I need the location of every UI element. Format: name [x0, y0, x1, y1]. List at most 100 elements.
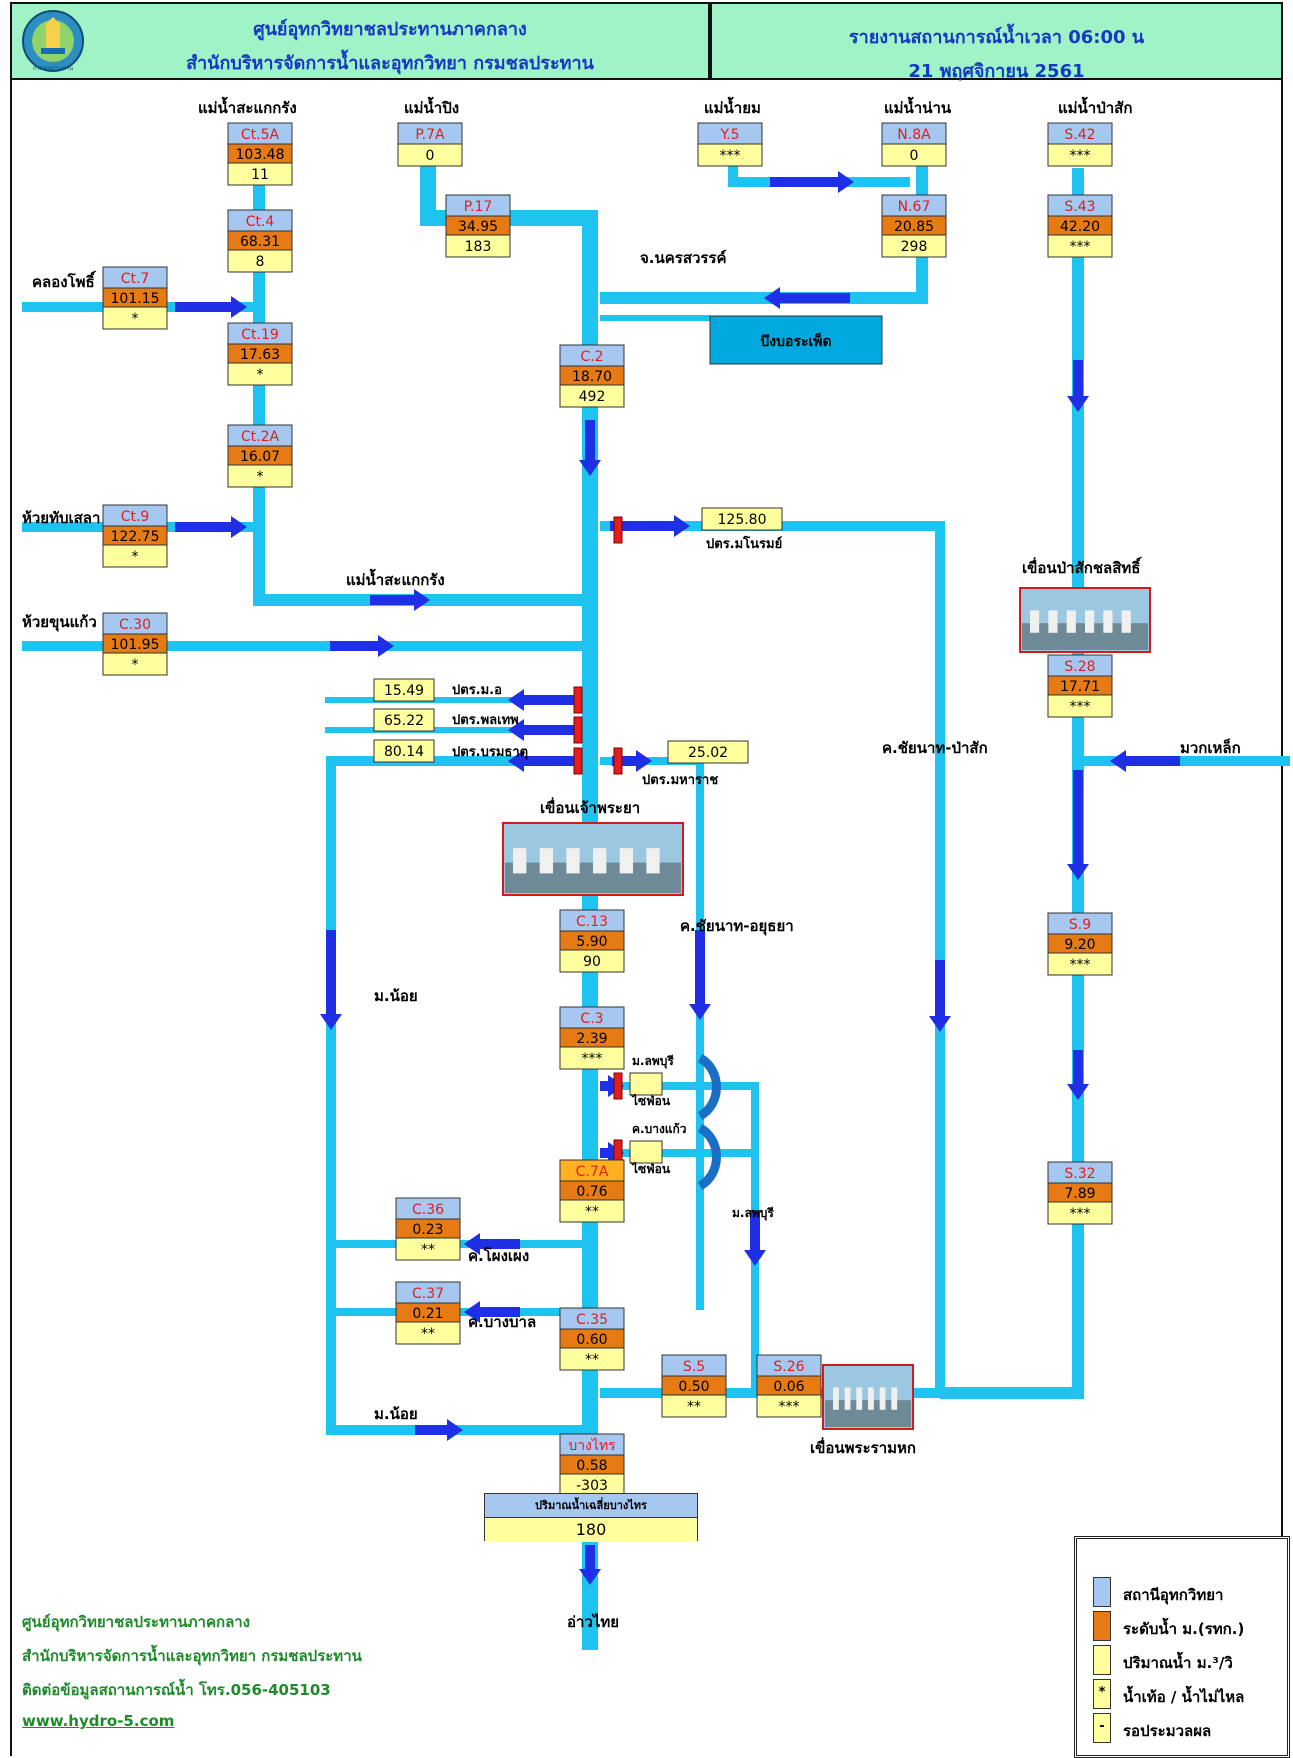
station-id: C.36 [412, 1202, 444, 1218]
station-n-8a: N.8A 0 [881, 122, 947, 167]
station-id: C.2 [580, 349, 603, 365]
gate-flow-box [373, 739, 435, 763]
station-id: S.9 [1069, 917, 1091, 933]
station-c-35: C.350.60** [559, 1307, 625, 1371]
siphon-flow-box [629, 1140, 663, 1164]
station-id: N.8A [897, 127, 931, 143]
report-time: รายงานสถานการณ์น้ำเวลา 06:00 น [848, 27, 1145, 48]
station-s-5: S.50.50** [661, 1354, 727, 1418]
legend-text-station: สถานีอุทกวิทยา [1123, 1586, 1224, 1604]
label-bang-ban: ค.บางบาล [468, 1313, 537, 1331]
station-level: 122.75 [111, 529, 160, 545]
river-channel [600, 150, 928, 304]
station-flow-cell [102, 652, 168, 676]
station-flow-cell [559, 949, 625, 973]
water-gate-icon [573, 686, 583, 714]
station-flow-cell [697, 143, 763, 167]
station-level: 42.20 [1060, 219, 1100, 235]
legend-swatch-pending: - [1093, 1713, 1111, 1743]
station-level: 20.85 [894, 219, 934, 235]
legend-item-station: สถานีอุทกวิทยา [1093, 1577, 1283, 1607]
footer-contact: ติดต่อข้อมูลสถานการณ์น้ำ โทร.056-405103 [22, 1681, 331, 1699]
legend-text-level: ระดับน้ำ ม.(รทก.) [1123, 1620, 1245, 1638]
station-level: 5.90 [576, 934, 607, 950]
gate-name: ปตร.พลเทพ [452, 713, 519, 728]
water-gate-icon [573, 716, 583, 744]
station-id: Y.5 [719, 127, 739, 143]
gate-flow-value: 80.14 [384, 744, 424, 760]
river-channels [22, 150, 1290, 1650]
station-flow-cell [227, 162, 293, 186]
report-date: 21 พฤศจิกายน 2561 [908, 61, 1085, 82]
gate-name: ปตร.ม.อ [452, 683, 502, 698]
station-flow: 90 [583, 954, 601, 970]
station-id: Ct.5A [241, 127, 280, 143]
station-id: Ct.7 [121, 271, 150, 287]
station-flow: 0 [910, 148, 919, 164]
flow-arrow-icon [1067, 770, 1089, 880]
flow-arrow-icon [929, 960, 951, 1032]
footer-website-link[interactable]: www.hydro-5.com [22, 1712, 175, 1730]
flow-arrow-icon [689, 930, 711, 1020]
footer-center-name: ศูนย์อุทกวิทยาชลประทานภาคกลาง [22, 1613, 251, 1631]
station-s-42: S.42*** [1047, 122, 1113, 167]
bueng-boraphet-label: บึงบอระเพ็ด [760, 332, 831, 350]
station-id: Ct.19 [241, 327, 279, 343]
station-c-37: C.37 0.21 ** [395, 1281, 461, 1345]
siphon-icon [697, 1124, 721, 1190]
legend-item-level: ระดับน้ำ ม.(รทก.) [1093, 1611, 1283, 1641]
station-flow-cell [1047, 234, 1113, 258]
station-flow: * [132, 657, 139, 673]
station-flow: 298 [901, 239, 928, 255]
rama6-dam-photo [822, 1364, 914, 1430]
water-gate-icon [613, 747, 623, 775]
label-huai-khunkaeo: ห้วยขุนแก้ว [22, 613, 97, 631]
river-channel [253, 175, 590, 606]
gate-flow-box [373, 708, 435, 732]
station-flow: *** [779, 1399, 800, 1415]
legend-swatch-level [1093, 1611, 1111, 1641]
station-level: 0.21 [412, 1306, 443, 1322]
station-flow: ** [585, 1352, 599, 1368]
flow-arrow-icon [370, 589, 430, 611]
station-id: S.43 [1064, 199, 1095, 215]
station-flow: -303 [576, 1478, 608, 1494]
flow-arrow-icon [744, 1210, 766, 1266]
station-id: C.37 [412, 1286, 444, 1302]
station-level: 2.39 [576, 1031, 607, 1047]
legend-text-backwater: น้ำเท้อ / น้ำไม่ไหล [1123, 1688, 1245, 1706]
station-flow: *** [1070, 699, 1091, 715]
station-flow: ** [687, 1399, 701, 1415]
station-s-32: S.327.89*** [1047, 1161, 1113, 1225]
label-river-ping: แม่น้ำปิง [404, 99, 460, 117]
station-flow-cell [1047, 143, 1113, 167]
station-flow: ** [585, 1204, 599, 1220]
station-level: 0.58 [576, 1458, 607, 1474]
station-id: บางไทร [568, 1437, 616, 1454]
station-flow: 492 [579, 389, 606, 405]
station-flow-cell [559, 1046, 625, 1070]
station-p-7a: P.7A0 [397, 122, 463, 167]
gate-name: ปตร.มหาราช [642, 773, 718, 788]
station-flow: ** [421, 1326, 435, 1342]
legend-text-pending: รอประมวลผล [1123, 1722, 1212, 1740]
station-level: 34.95 [458, 219, 498, 235]
header-subtitle: สำนักบริหารจัดการน้ำและอุทกวิทยา กรมชลปร… [186, 53, 594, 74]
legend-item-backwater: * น้ำเท้อ / น้ำไม่ไหล [1093, 1679, 1283, 1709]
station-level: 0.60 [576, 1332, 607, 1348]
river-channel [940, 168, 1084, 1399]
bueng-boraphet-box [709, 315, 883, 365]
legend-text-flow: ปริมาณน้ำ ม.³/วิ [1123, 1654, 1233, 1672]
river-channel [600, 521, 945, 1398]
station-flow-cell [559, 1199, 625, 1223]
label-river-sakaekrang-top: แม่น้ำสะแกกรัง [198, 99, 297, 117]
header-title: ศูนย์อุทกวิทยาชลประทานภาคกลาง [253, 19, 527, 40]
station-flow-cell [881, 234, 947, 258]
